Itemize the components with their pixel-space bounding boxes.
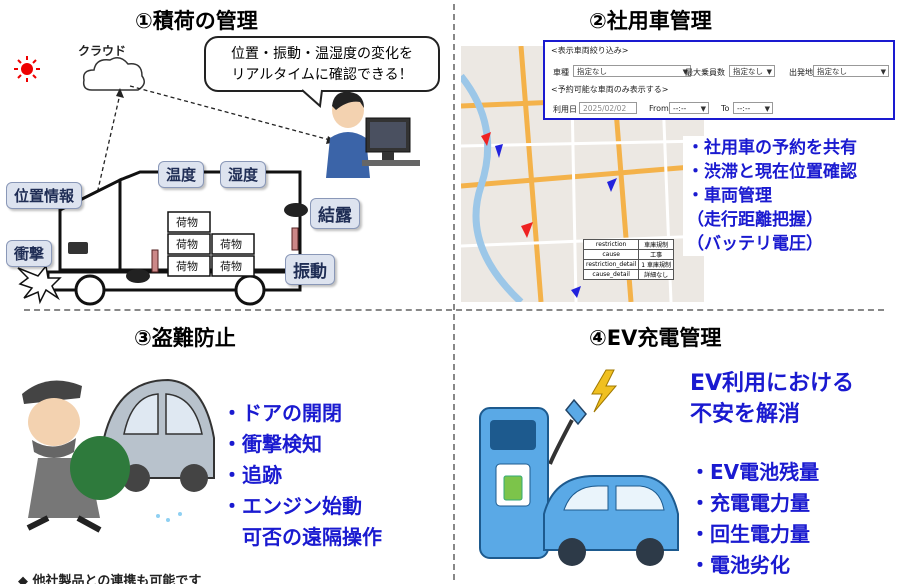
list-item: ・ドアの開閉 <box>222 401 342 425</box>
tag-condensation: 結露 <box>310 198 360 229</box>
vehicle-type-select[interactable]: 指定なし ▼ <box>573 65 691 77</box>
list-item: ・エンジン始動 <box>222 494 362 518</box>
chevron-down-icon: ▼ <box>766 68 772 76</box>
table-cell: 1 車庫規制 <box>638 259 675 270</box>
list-item: ・衝撃検知 <box>222 432 322 456</box>
cloud-icon <box>82 57 145 91</box>
chevron-down-icon: ▼ <box>764 105 770 113</box>
headline-line-1: EV利用における <box>690 371 855 396</box>
cloud-label: クラウド <box>78 44 127 58</box>
ev-charging-illustration <box>479 369 679 566</box>
section4-headline: EV利用における 不安を解消 <box>690 368 854 430</box>
tag-humidity: 湿度 <box>220 161 267 188</box>
tag-impact: 衝撃 <box>6 240 53 267</box>
from-label: From <box>649 104 669 113</box>
table-cell: restriction_detail <box>582 259 640 270</box>
chevron-down-icon: ▼ <box>880 68 886 76</box>
max-passengers-label: 最大乗員数 <box>685 68 725 77</box>
list-item: ・渋滞と現在位置確認 <box>687 162 857 182</box>
list-item: （走行距離把握） <box>687 210 823 230</box>
list-item: （バッテリ電圧） <box>687 234 823 254</box>
from-time-select[interactable]: --:-- ▼ <box>669 102 709 114</box>
departure-value: 指定なし <box>817 67 847 76</box>
reservable-header: <予約可能な車両のみ表示する> <box>551 85 669 94</box>
tag-location: 位置情報 <box>6 182 83 209</box>
bubble-tail <box>301 89 323 108</box>
truck-illustration <box>17 170 308 306</box>
chevron-down-icon: ▼ <box>700 105 706 113</box>
cargo-box-label: 荷物 <box>176 238 198 251</box>
bubble-line-1: 位置・振動・温湿度の変化を <box>231 46 413 62</box>
vertical-divider <box>453 4 455 580</box>
section1-title: ①積荷の管理 <box>135 9 258 33</box>
list-item: ・追跡 <box>222 463 282 487</box>
horizontal-divider <box>24 309 884 311</box>
section4-feature-list: ・EV電池残量 ・充電電力量 ・回生電力量 ・電池劣化 <box>690 457 819 581</box>
from-time-value: --:-- <box>673 104 687 113</box>
thief-illustration <box>22 378 215 533</box>
list-item: ・EV電池残量 <box>690 460 820 484</box>
table-cell: cause_detail <box>582 269 640 280</box>
to-time-select[interactable]: --:-- ▼ <box>733 102 773 114</box>
tag-temperature: 温度 <box>158 161 205 188</box>
sun-sensor-icon <box>14 56 40 82</box>
table-cell: 詳細なし <box>638 269 675 280</box>
list-item: ・社用車の予約を共有 <box>687 138 857 158</box>
cargo-box-label: 荷物 <box>176 260 198 273</box>
footer-note: ◆ 他社製品との連携も可能です <box>18 574 202 584</box>
speech-bubble: 位置・振動・温湿度の変化を リアルタイムに確認できる！ <box>204 36 440 92</box>
list-item: ・電池劣化 <box>690 553 790 577</box>
filter-header: <表示車両絞り込み> <box>551 46 629 55</box>
chevron-down-icon: ▼ <box>682 68 688 76</box>
max-passengers-select[interactable]: 指定なし ▼ <box>729 65 775 77</box>
section3-feature-list: ・ドアの開閉 ・衝撃検知 ・追跡 ・エンジン始動 可否の遠隔操作 <box>222 398 382 553</box>
section4-title: ④EV充電管理 <box>589 326 722 350</box>
list-item: ・回生電力量 <box>690 522 810 546</box>
vehicle-filter-panel: <表示車両絞り込み> 車種 指定なし ▼ 最大乗員数 指定なし ▼ 出発地 指定… <box>543 40 895 120</box>
list-item: ・充電電力量 <box>690 491 810 515</box>
table-cell: cause <box>582 249 640 260</box>
headline-line-2: 不安を解消 <box>690 402 801 427</box>
section2-title: ②社用車管理 <box>589 9 712 33</box>
section3-title: ③盗難防止 <box>134 326 236 350</box>
vehicle-type-label: 車種 <box>553 68 569 77</box>
table-cell: 工事 <box>638 249 675 260</box>
cargo-box-label: 荷物 <box>220 238 242 251</box>
departure-select[interactable]: 指定なし ▼ <box>813 65 889 77</box>
cargo-box-label: 荷物 <box>220 260 242 273</box>
table-cell: 車庫規制 <box>638 239 675 250</box>
list-item: 可否の遠隔操作 <box>222 525 382 549</box>
departure-label: 出発地 <box>789 68 813 77</box>
to-label: To <box>721 104 730 113</box>
table-cell: restriction <box>582 239 640 250</box>
date-input[interactable]: 2025/02/02 <box>579 102 637 114</box>
bubble-line-2: リアルタイムに確認できる！ <box>231 67 413 83</box>
tag-vibration: 振動 <box>285 254 335 285</box>
date-label: 利用日 <box>553 105 577 114</box>
section2-feature-list: ・社用車の予約を共有 ・渋滞と現在位置確認 ・車両管理 （走行距離把握） （バッ… <box>683 136 861 256</box>
cargo-box-label: 荷物 <box>176 216 198 229</box>
to-time-value: --:-- <box>737 104 751 113</box>
office-worker-illustration <box>326 91 420 178</box>
max-passengers-value: 指定なし <box>733 67 763 76</box>
vehicle-type-value: 指定なし <box>577 67 607 76</box>
list-item: ・車両管理 <box>687 186 772 206</box>
